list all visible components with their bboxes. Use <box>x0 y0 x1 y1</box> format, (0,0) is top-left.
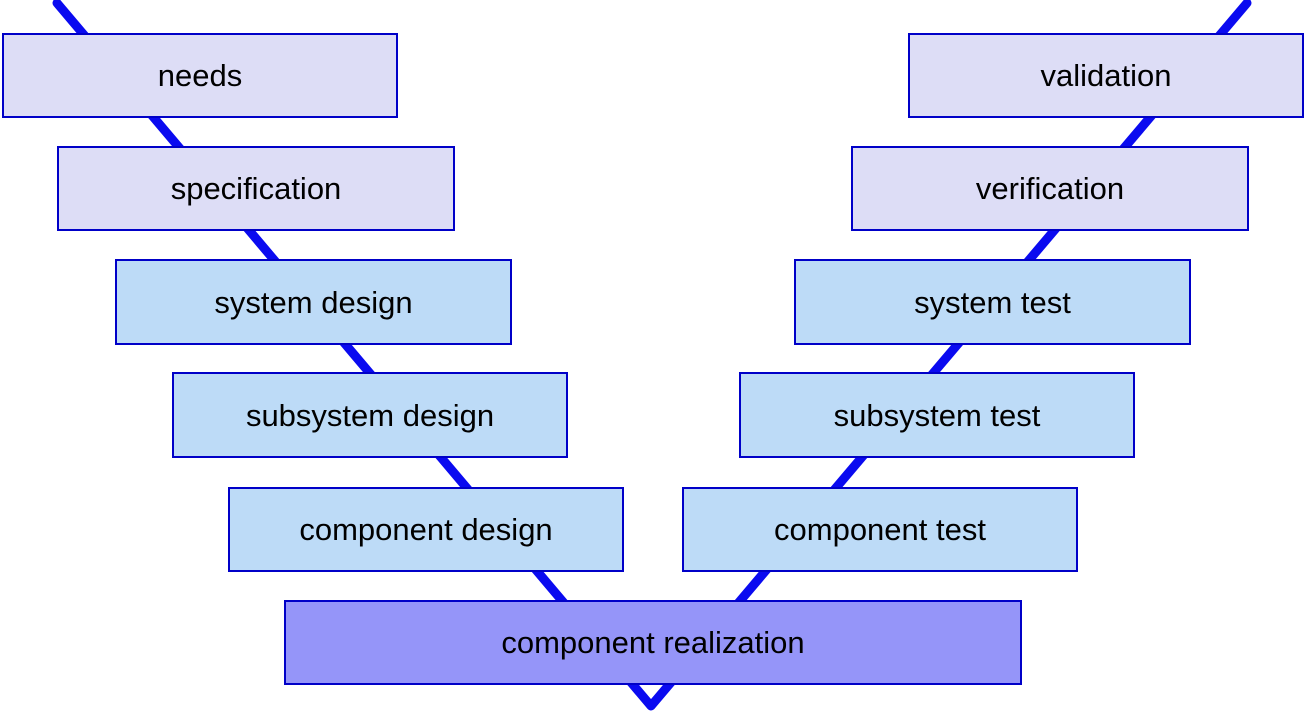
box-needs: needs <box>2 33 398 118</box>
box-system-test: system test <box>794 259 1191 345</box>
box-validation-label: validation <box>1040 58 1172 93</box>
box-system-test-label: system test <box>914 284 1071 320</box>
box-specification: specification <box>57 146 455 231</box>
box-subsystem-test: subsystem test <box>739 372 1135 458</box>
box-system-design-label: system design <box>214 284 413 320</box>
box-needs-label: needs <box>157 58 243 93</box>
box-subsystem-design: subsystem design <box>172 372 568 458</box>
box-system-design: system design <box>115 259 512 345</box>
box-component-realization-label: component realization <box>501 625 805 660</box>
box-specification-label: specification <box>170 171 342 206</box>
box-component-design: component design <box>228 487 624 572</box>
box-subsystem-test-label: subsystem test <box>833 397 1041 433</box>
box-component-realization: component realization <box>284 600 1022 685</box>
box-component-design-label: component design <box>299 512 553 547</box>
box-verification: verification <box>851 146 1249 231</box>
box-validation: validation <box>908 33 1304 118</box>
v-line-path <box>52 0 1252 711</box>
box-component-test: component test <box>682 487 1078 572</box>
box-subsystem-design-label: subsystem design <box>245 397 495 433</box>
box-verification-label: verification <box>975 171 1125 206</box>
box-component-test-label: component test <box>774 512 986 547</box>
